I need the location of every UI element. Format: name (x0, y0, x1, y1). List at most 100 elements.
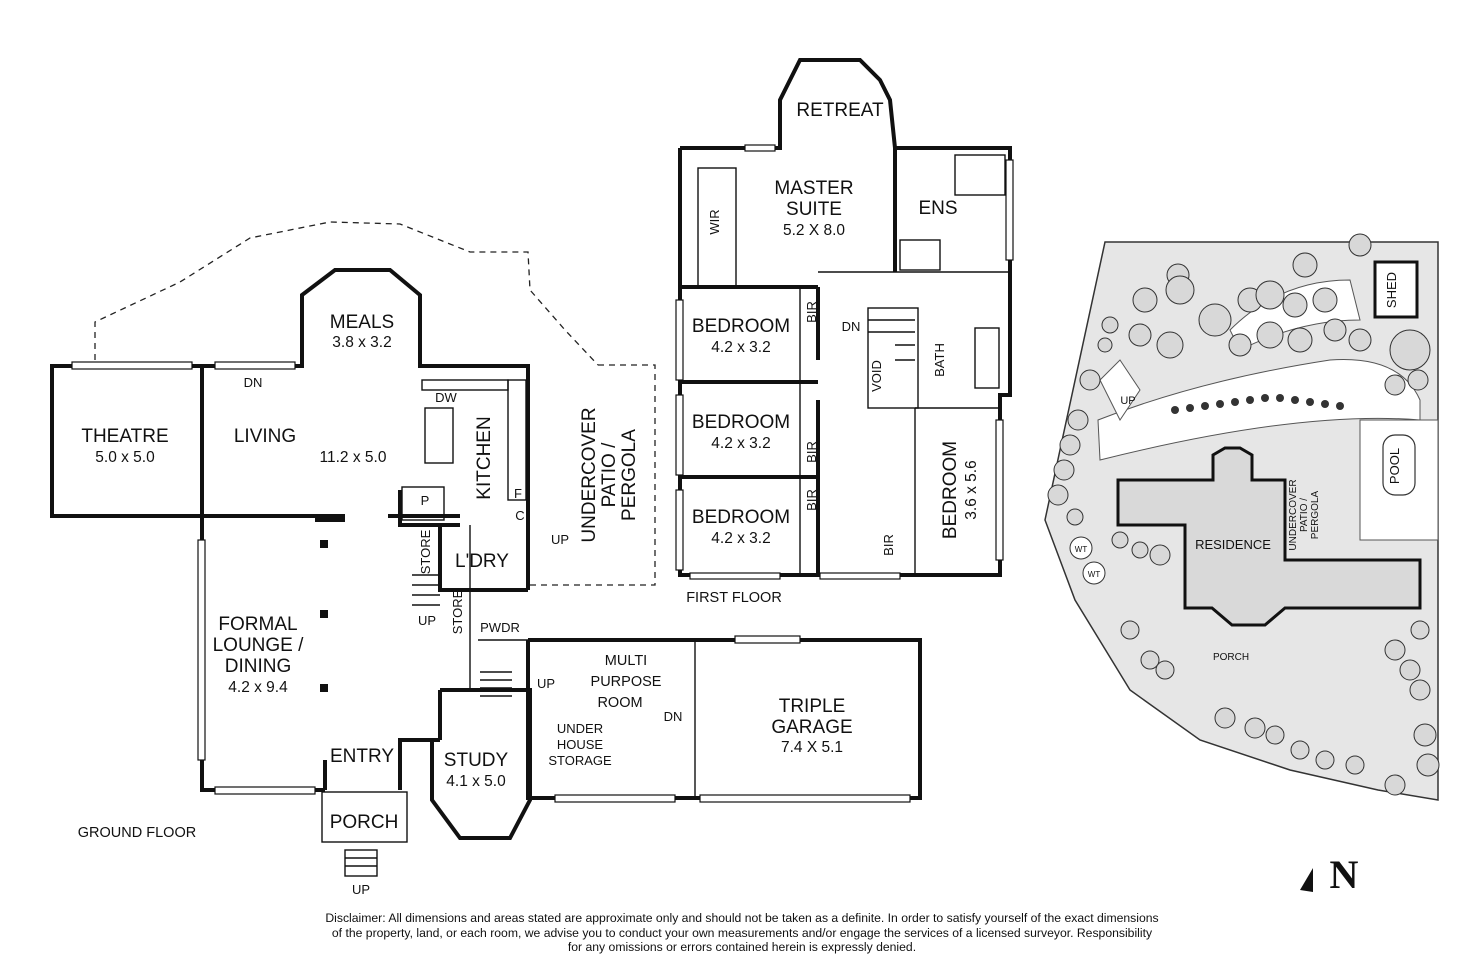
formal-line1: FORMAL (218, 614, 297, 635)
garage-line1: TRIPLE (779, 696, 846, 717)
stair-up-2: UP (551, 532, 569, 547)
bir-1-label: BIR (804, 301, 819, 323)
theatre-dims: 5.0 x 5.0 (95, 449, 155, 466)
site-pool (1382, 434, 1416, 496)
meals-name: MEALS (330, 312, 394, 333)
tree-icon (1131, 541, 1149, 559)
tree-icon (1292, 252, 1318, 278)
tree-icon (1384, 639, 1406, 661)
shrub-icon (1201, 402, 1209, 410)
tree-icon (1416, 753, 1440, 777)
wir-label: WIR (707, 209, 722, 234)
pantry-label: P (421, 493, 430, 508)
multi-line1: MULTI (605, 653, 647, 669)
tree-icon (1149, 544, 1171, 566)
tree-icon (1348, 233, 1372, 257)
tree-icon (1384, 374, 1406, 396)
study-name: STUDY (444, 750, 509, 771)
shrub-icon (1216, 400, 1224, 408)
shrub-icon (1276, 394, 1284, 402)
garage-line2: GARAGE (771, 717, 852, 738)
stair-up-1: UP (418, 613, 436, 628)
tree-icon (1140, 650, 1160, 670)
bed3-dims: 4.2 x 3.2 (711, 530, 770, 547)
patio-line3: PERGOLA (619, 429, 640, 521)
void-label: VOID (869, 360, 884, 392)
laundry-name: L'DRY (455, 551, 509, 572)
tree-icon (1059, 434, 1081, 456)
tree-icon (1282, 292, 1308, 318)
site-trees (1047, 233, 1440, 796)
tree-icon (1407, 369, 1429, 391)
patio-outline (530, 364, 656, 586)
master-line2: SUITE (786, 199, 842, 220)
patio-line2: PATIO / (599, 442, 620, 507)
multi-line3: ROOM (597, 695, 642, 711)
bir-4-label: BIR (881, 534, 896, 556)
tree-icon (1198, 303, 1232, 337)
tree-icon (1255, 280, 1285, 310)
tree-icon (1256, 321, 1284, 349)
tree-icon (1265, 725, 1285, 745)
multi-line2: PURPOSE (591, 674, 662, 690)
formal-line3: DINING (225, 656, 292, 677)
tree-icon (1228, 333, 1252, 357)
shrub-icon (1186, 404, 1194, 412)
living-walls (202, 268, 530, 590)
compass-letter: N (1330, 852, 1359, 897)
shrub-icon (1336, 402, 1344, 410)
tree-icon (1312, 287, 1338, 313)
theatre-name: THEATRE (81, 426, 168, 447)
shrub-icon (1246, 396, 1254, 404)
tree-icon (1079, 369, 1101, 391)
tree-icon (1348, 328, 1372, 352)
stair-dn-3: DN (842, 319, 861, 334)
formal-line2: LOUNGE / (213, 635, 305, 656)
patio-line1: UNDERCOVER (579, 407, 600, 542)
first-floor-label: FIRST FLOOR (686, 590, 782, 606)
north-arrow-icon (1300, 868, 1313, 892)
master-line1: MASTER (774, 178, 853, 199)
master-dims: 5.2 X 8.0 (783, 222, 845, 239)
tree-icon (1389, 329, 1431, 371)
tree-icon (1101, 316, 1119, 334)
first-floor (675, 58, 1014, 580)
fridge-label: F (514, 486, 522, 501)
site-wt-2: WT (1088, 570, 1101, 579)
meals-dims: 3.8 x 3.2 (332, 334, 391, 351)
bed1-name: BEDROOM (692, 316, 790, 337)
stair-dn-1: DN (244, 375, 263, 390)
site-plan (1044, 233, 1440, 801)
store-2-label: STORE (450, 589, 465, 634)
shrub-icon (1231, 398, 1239, 406)
tree-icon (1165, 275, 1195, 305)
labels: THEATRE 5.0 x 5.0 LIVING 11.2 x 5.0 MEAL… (78, 100, 1402, 954)
site-porch-label: PORCH (1213, 652, 1249, 663)
shrub-icon (1261, 394, 1269, 402)
pergola-outline (94, 221, 599, 366)
tree-icon (1155, 660, 1175, 680)
disclaimer-line2: of the property, land, or each room, we … (332, 926, 1153, 940)
tree-icon (1111, 531, 1129, 549)
tree-icon (1066, 508, 1084, 526)
shrub-icon (1306, 398, 1314, 406)
site-shed (1373, 260, 1419, 319)
tree-icon (1287, 327, 1313, 353)
tree-icon (1156, 331, 1184, 359)
bed4-name: BEDROOM (940, 441, 961, 539)
tree-icon (1410, 620, 1430, 640)
study-dims: 4.1 x 5.0 (446, 773, 506, 790)
tree-icon (1047, 484, 1069, 506)
site-shed-label: SHED (1384, 272, 1399, 308)
retreat-label: RETREAT (796, 100, 884, 121)
site-patio-line3: PERGOLA (1310, 491, 1321, 540)
tree-icon (1290, 740, 1310, 760)
under-line3: STORAGE (548, 753, 612, 768)
porch-label: PORCH (330, 812, 399, 833)
tree-icon (1097, 337, 1113, 353)
tree-icon (1120, 620, 1140, 640)
powder-room-label: PWDR (480, 620, 520, 635)
living-name: LIVING (234, 426, 296, 447)
site-wt-1: WT (1075, 545, 1088, 554)
